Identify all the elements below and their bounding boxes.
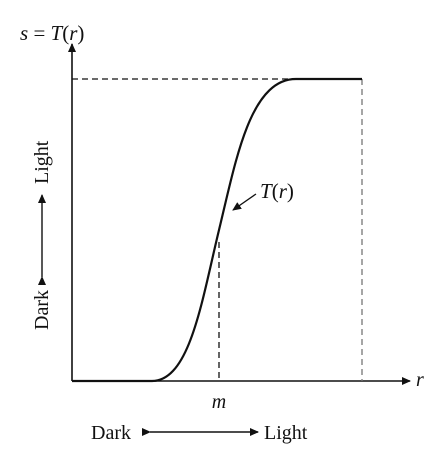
midpoint-label: m xyxy=(212,391,226,413)
x-light-label: Light xyxy=(264,422,308,444)
y-axis-label: s = T(r) xyxy=(20,21,84,45)
transformation-curve xyxy=(72,77,362,383)
y-dark-label: Dark xyxy=(31,290,53,330)
curve-label-pointer xyxy=(232,193,257,211)
y-light-label: Light xyxy=(31,140,53,184)
x-axis-label: r xyxy=(416,369,424,391)
x-dark-label: Dark xyxy=(91,422,131,444)
curve-label: T(r) xyxy=(260,179,294,203)
